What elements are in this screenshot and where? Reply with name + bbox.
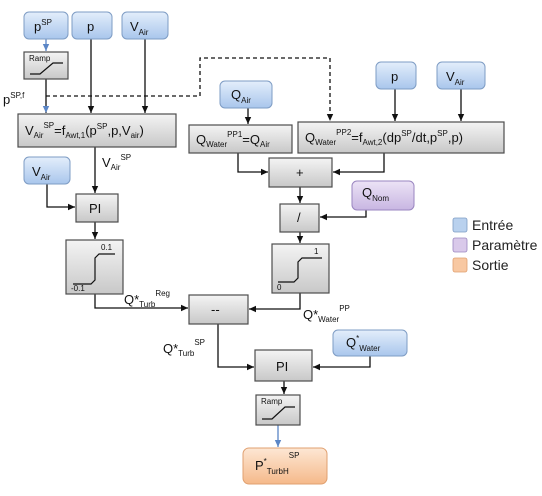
diff-block: -- (188, 294, 249, 325)
block-q-water-pp2: QWaterPP2=fAwt,2(dpSP/dt,pSP,p) (297, 121, 505, 154)
wire-sat2-to-diff (249, 293, 301, 313)
ramp-curve-icon (262, 406, 295, 420)
svg-text:QWaterPP2=fAwt,2(dpSP/dt,pSP,p: QWaterPP2=fAwt,2(dpSP/dt,pSP,p) (305, 128, 463, 147)
svg-text:p: p (391, 69, 398, 84)
svg-text:PI: PI (89, 201, 101, 216)
legend-item-parameter: Paramètre (452, 237, 538, 253)
wire-fawt2-to-sum (333, 153, 385, 176)
wire-qnom-to-div (320, 210, 367, 221)
saturation-curve-icon (73, 253, 115, 285)
svg-text:Ramp: Ramp (261, 397, 283, 406)
signal-q-turb-reg: Q*TurbReg (124, 289, 170, 309)
wire-qwater-to-pi2 (313, 356, 371, 371)
wire-dashed-psf-to-fawt2 (46, 57, 334, 121)
input-p: p (71, 11, 113, 40)
svg-text:p: p (87, 19, 94, 34)
legend-item-output: Sortie (452, 257, 509, 273)
ramp-curve-icon (30, 62, 63, 75)
saturation-block-right: 1 0 (271, 243, 330, 294)
svg-text:1: 1 (314, 247, 319, 256)
svg-text:VAir: VAir (446, 69, 465, 87)
svg-text:QNom: QNom (362, 185, 389, 203)
input-v-air-right: VAir (436, 61, 486, 90)
svg-text:Ramp: Ramp (29, 54, 51, 63)
svg-text:PI: PI (276, 359, 288, 374)
signal-p-sp-f: pSP,f (3, 91, 25, 107)
input-v-air-pi: VAir (23, 156, 71, 185)
input-q-air: QAir (219, 80, 273, 109)
legend-item-input: Entrée (452, 217, 513, 233)
svg-text:/: / (297, 210, 301, 225)
wire-pp1-to-sum (237, 153, 268, 176)
ramp-block-top: Ramp (23, 51, 69, 80)
legend-label: Entrée (472, 217, 513, 233)
input-q-water-star: Q*Water (332, 329, 408, 357)
wire-sat1-to-diff (94, 294, 188, 312)
input-p-right: p (375, 61, 417, 90)
svg-text:QWaterPP1=QAir: QWaterPP1=QAir (196, 130, 270, 149)
svg-text:pSP: pSP (34, 18, 52, 34)
wire-vair2-to-pi1 (46, 184, 75, 211)
svg-text:--: -- (211, 302, 220, 317)
input-v-air: VAir (121, 11, 169, 40)
signal-q-water-pp: Q*WaterPP (303, 304, 350, 324)
wire-diff-to-pi2 (217, 324, 254, 371)
ramp-block-bottom: Ramp (255, 394, 301, 426)
block-q-water-pp1: QWaterPP1=QAir (188, 124, 293, 154)
wires (42, 39, 465, 447)
output-p-turbh-sp: P*TurbHSP (242, 447, 328, 485)
div-block: / (279, 203, 320, 233)
legend-swatch (452, 257, 468, 273)
svg-text:-0.1: -0.1 (71, 284, 85, 293)
svg-text:VAirSP=fAwt,1(pSP,p,Vair): VAirSP=fAwt,1(pSP,p,Vair) (25, 121, 144, 140)
legend-swatch (452, 217, 468, 233)
signal-v-air-sp: VAirSP (102, 153, 131, 172)
signal-q-turb-sp: Q*TurbSP (163, 338, 205, 358)
svg-text:+: + (296, 165, 304, 180)
pi-block-bottom: PI (254, 349, 313, 382)
saturation-block-left: 0.1 -0.1 (65, 239, 124, 295)
input-psp: pSP (23, 11, 69, 40)
block-f-awt1: VAirSP=fAwt,1(pSP,p,Vair) (17, 113, 177, 148)
svg-text:Q*Water: Q*Water (346, 334, 381, 353)
svg-text:0.1: 0.1 (101, 243, 113, 252)
legend-swatch (452, 237, 468, 253)
legend: Entrée Paramètre Sortie (452, 217, 538, 273)
svg-text:P*TurbHSP: P*TurbHSP (255, 451, 299, 476)
svg-text:QAir: QAir (231, 87, 251, 105)
svg-text:VAir: VAir (32, 164, 51, 182)
pi-block-top: PI (75, 193, 119, 223)
saturation-curve-icon (278, 257, 322, 283)
legend-label: Sortie (472, 257, 509, 273)
svg-text:0: 0 (277, 283, 282, 292)
svg-text:VAir: VAir (130, 19, 149, 37)
sum-block: + (268, 157, 333, 188)
legend-label: Paramètre (472, 237, 538, 253)
param-q-nom: QNom (351, 180, 415, 211)
